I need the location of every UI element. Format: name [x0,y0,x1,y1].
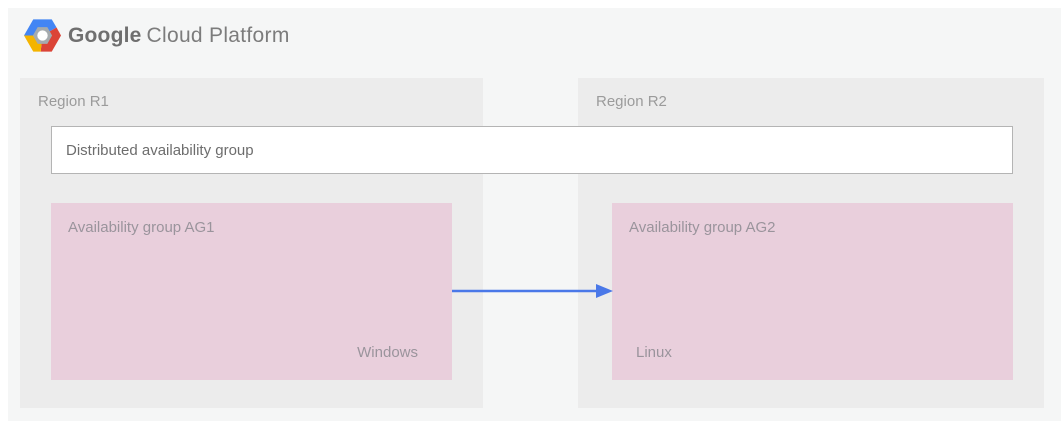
availability-group-ag2-box: Availability group AG2 Linux [612,203,1013,380]
distributed-availability-group-box: Distributed availability group [51,126,1013,174]
ag1-os-label: Windows [357,344,418,361]
gcp-logo-icon [24,19,61,52]
availability-group-ag1-label: Availability group AG1 [68,219,215,236]
brand-google-text: Google [68,24,142,47]
availability-group-ag1-box: Availability group AG1 Windows [51,203,452,380]
replication-arrow-icon [452,284,613,298]
region-r2-label: Region R2 [596,93,667,110]
brand-suffix-text: Cloud Platform [146,24,290,47]
region-r1-label: Region R1 [38,93,109,110]
ag2-os-label: Linux [636,344,672,361]
distributed-availability-group-label: Distributed availability group [66,141,254,159]
availability-group-ag2-label: Availability group AG2 [629,219,776,236]
